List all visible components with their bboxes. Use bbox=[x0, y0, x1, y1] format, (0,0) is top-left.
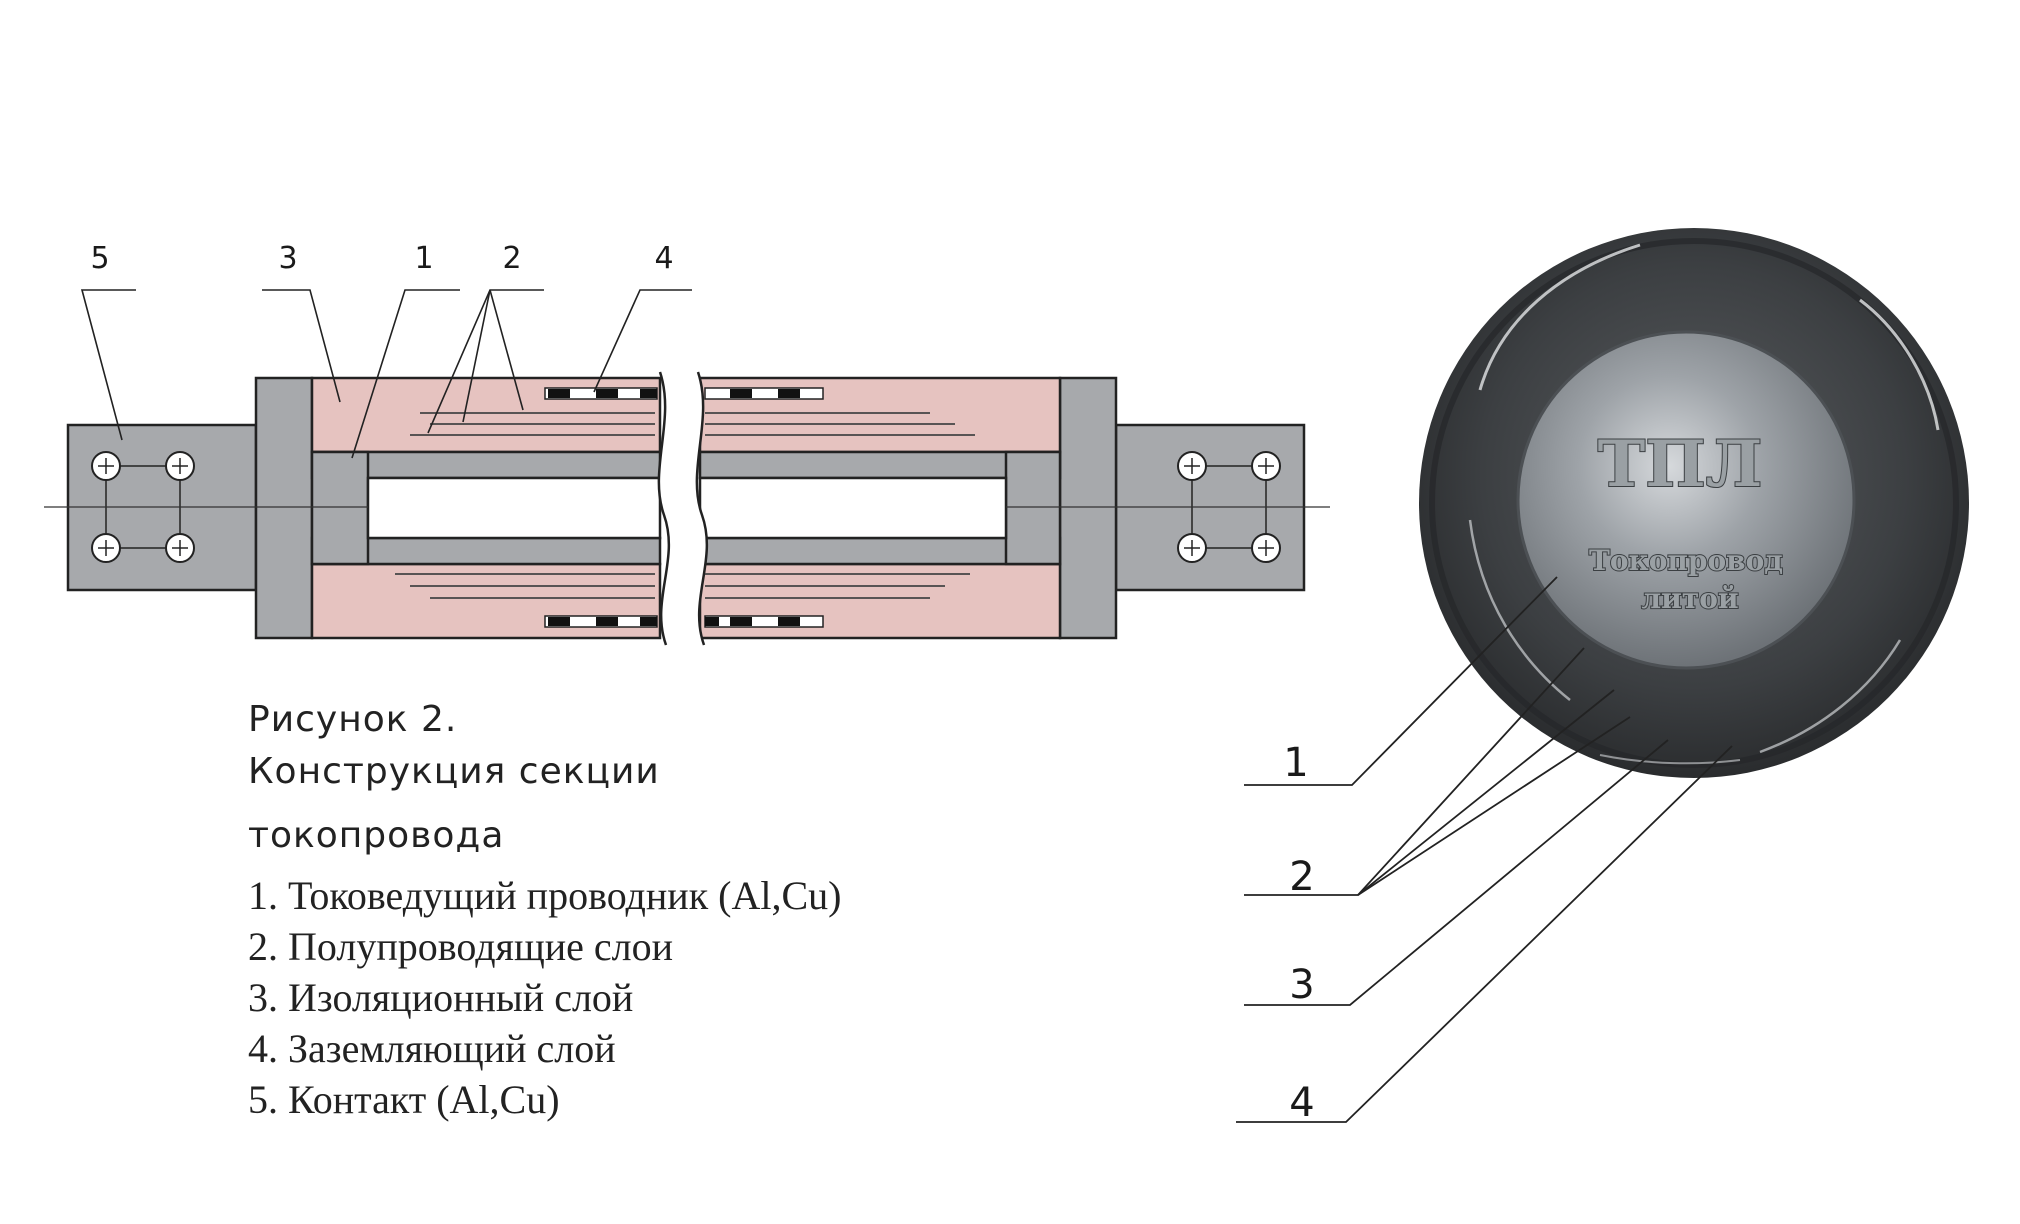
inner-plug-left bbox=[310, 450, 370, 566]
caption-line-3: токопровода bbox=[248, 815, 505, 856]
legend-item: 1. Токоведущий проводник (Al,Cu) bbox=[248, 873, 842, 918]
callout-5: 5 bbox=[90, 241, 109, 276]
core-label-line2: литой bbox=[1641, 582, 1738, 615]
bolt-holes bbox=[91, 451, 1281, 563]
semiconducting-layer-lines bbox=[395, 412, 975, 599]
legend-item: 5. Контакт (Al,Cu) bbox=[248, 1077, 560, 1122]
bore-left bbox=[366, 476, 662, 540]
legend-item: 3. Изоляционный слой bbox=[248, 975, 634, 1020]
legend-list: 1. Токоведущий проводник (Al,Cu) 2. Полу… bbox=[248, 870, 841, 1125]
brand-mark: ТПЛ bbox=[1598, 427, 1763, 502]
photo-callout-4: 4 bbox=[1289, 1080, 1314, 1126]
grounding-layer-strips bbox=[544, 387, 824, 628]
caption-line-1: Рисунок 2. bbox=[248, 699, 458, 740]
legend-item: 4. Заземляющий слой bbox=[248, 1026, 616, 1071]
right-leader-lines bbox=[1236, 576, 1733, 1123]
photo-callout-2: 2 bbox=[1289, 854, 1314, 900]
end-flange-right bbox=[1058, 376, 1118, 640]
callout-3: 3 bbox=[278, 241, 297, 276]
photo-callout-3: 3 bbox=[1289, 962, 1314, 1008]
callout-2: 2 bbox=[502, 241, 521, 276]
bore-right bbox=[698, 476, 1008, 540]
inner-plug-right bbox=[1004, 450, 1062, 566]
conductor-core bbox=[1516, 330, 1856, 670]
end-flange-left bbox=[254, 376, 314, 640]
conductor-wall-bottom-right bbox=[698, 536, 1062, 566]
cross-section-photo: ТПЛ Токопровод литой bbox=[1419, 228, 1969, 778]
figure-caption: Рисунок 2. Конструкция секции токопровод… bbox=[248, 694, 841, 1125]
left-leader-lines bbox=[80, 289, 692, 459]
core-label-line1: Токопровод bbox=[1589, 544, 1783, 577]
photo-callout-1: 1 bbox=[1283, 740, 1308, 786]
caption-line-2: Конструкция секции bbox=[248, 751, 660, 792]
callout-4: 4 bbox=[654, 241, 673, 276]
break-symbol bbox=[657, 371, 709, 646]
legend-item: 2. Полупроводящие слои bbox=[248, 924, 674, 969]
callout-1: 1 bbox=[414, 241, 433, 276]
